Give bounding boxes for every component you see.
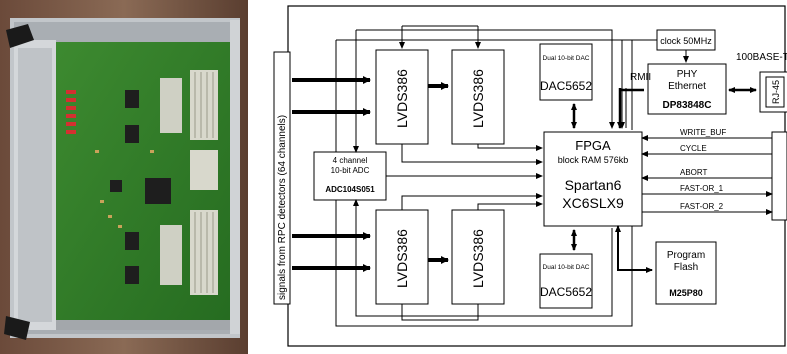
dac-bottom-name: DAC5652 — [540, 285, 592, 299]
signal-label-3: ABORT — [680, 168, 708, 177]
dac-bottom-block — [540, 254, 592, 308]
signal-label-5: FAST-OR_2 — [680, 202, 724, 211]
dac-top-caption: Dual 10-bit DAC — [543, 55, 590, 62]
phy-line1: PHY — [677, 69, 698, 80]
clock-label: clock 50MHz — [660, 36, 712, 46]
phy-part: DP83848C — [663, 100, 712, 111]
rmii-label: RMII — [630, 72, 651, 83]
adc-line1: 4 channel — [333, 156, 368, 165]
dac-bottom-caption: Dual 10-bit DAC — [543, 264, 590, 271]
wire-lvds3-fpga — [402, 196, 542, 210]
wire-lvds-bottom-h — [402, 304, 478, 320]
wire-lvds1-fpga — [402, 144, 542, 162]
fpga-line3: Spartan6 — [565, 177, 622, 193]
block-diagram: signals from RPC detectors (64 channels)… — [252, 0, 787, 354]
flash-part: M25P80 — [669, 288, 703, 298]
lvds-label-1: LVDS386 — [394, 69, 410, 128]
rj45-label: RJ-45 — [771, 80, 781, 104]
adc-part: ADC104S051 — [325, 185, 375, 194]
lvds-label-4: LVDS386 — [470, 229, 486, 288]
fpga-line1: FPGA — [575, 138, 611, 153]
signal-label-4: FAST-OR_1 — [680, 184, 724, 193]
flash-line1: Program — [667, 250, 705, 261]
phy-line2: Ethernet — [668, 81, 706, 92]
signal-label-1: WRITE_BUF — [680, 128, 726, 137]
wire-fpga-flash — [618, 226, 652, 270]
wire-lvds2-fpga — [478, 144, 542, 148]
flash-line2: Flash — [674, 262, 698, 273]
wire-lvds4-fpga — [478, 204, 542, 210]
adc-line2: 10-bit ADC — [331, 166, 370, 175]
output-bus — [772, 132, 787, 220]
lvds-label-2: LVDS386 — [470, 69, 486, 128]
fpga-line4: XC6SLX9 — [562, 195, 624, 211]
signal-label-2: CYCLE — [680, 144, 707, 153]
board-photo — [0, 0, 248, 354]
lvds-label-3: LVDS386 — [394, 229, 410, 288]
dac-top-name: DAC5652 — [540, 79, 592, 93]
fpga-line2: block RAM 576kb — [558, 155, 629, 165]
ethernet-label: 100BASE-T — [736, 52, 787, 63]
input-signals-label: signals from RPC detectors (64 channels) — [277, 115, 288, 300]
